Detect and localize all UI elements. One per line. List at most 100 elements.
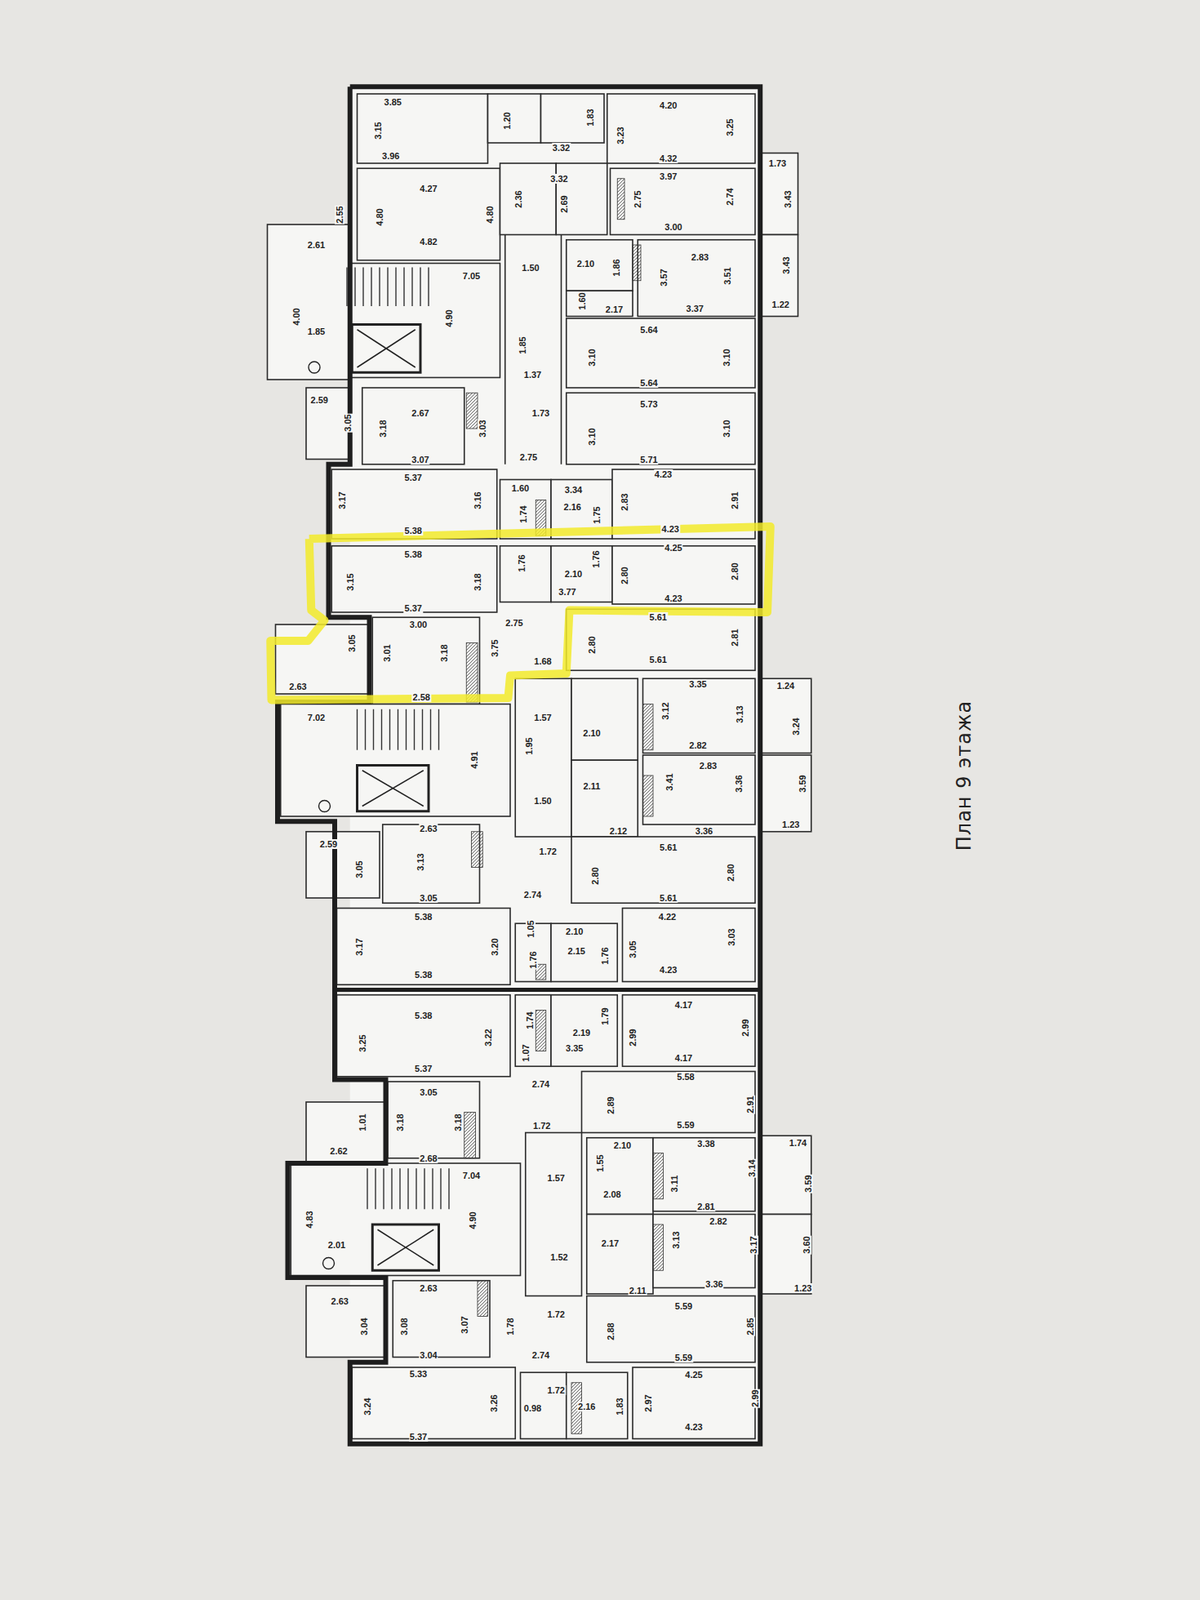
- dimension-label: 5.37: [404, 603, 423, 614]
- stair-flight: [346, 267, 429, 307]
- room-outline: [760, 235, 798, 317]
- dimension-label: 3.07: [410, 454, 430, 465]
- dimension-label: 3.26: [488, 1393, 499, 1413]
- dimension-label: 3.18: [395, 1112, 405, 1132]
- dimension-label: 3.18: [377, 418, 388, 438]
- room-outline: [290, 1163, 520, 1276]
- dimension-label: 4.23: [658, 964, 678, 975]
- dimension-label: 2.82: [708, 1216, 728, 1227]
- dimension-label: 4.80: [484, 204, 495, 224]
- dimension-label: 1.83: [614, 1396, 625, 1416]
- room-outline: [643, 755, 756, 825]
- room-outline: [500, 546, 552, 603]
- dimension-label: 3.13: [415, 853, 426, 872]
- room-outline: [566, 392, 756, 465]
- room-outline: [586, 1137, 654, 1215]
- room-outline: [582, 1071, 756, 1134]
- dimension-label: 1.74: [788, 1137, 808, 1148]
- dimension-label: 7.05: [462, 271, 481, 281]
- room-outline: [571, 678, 638, 760]
- stair-step: [356, 709, 358, 751]
- room-outline: [337, 995, 512, 1077]
- room-outline: [392, 1280, 490, 1358]
- dimension-label: 1.55: [595, 1153, 605, 1173]
- dimension-label: 5.73: [639, 399, 658, 409]
- dimension-label: 1.50: [520, 262, 540, 273]
- dimension-label: 1.68: [533, 656, 552, 667]
- lift-shaft: [351, 324, 421, 374]
- dimension-label: 1.05: [525, 919, 536, 938]
- stair-flight: [357, 709, 440, 751]
- dimension-label: 3.60: [801, 1235, 812, 1254]
- dimension-label: 1.20: [502, 111, 512, 130]
- stair-step: [397, 709, 399, 751]
- dimension-label: 4.27: [418, 183, 438, 194]
- ventilation-shaft: [477, 1280, 489, 1317]
- dimension-label: 2.10: [613, 1140, 632, 1151]
- dimension-label: 5.59: [674, 1301, 694, 1312]
- dimension-label: 5.61: [658, 842, 678, 853]
- dimension-label: 3.36: [733, 773, 744, 793]
- lift-cross: [362, 770, 424, 807]
- room-outline: [551, 546, 613, 603]
- dimension-label: 3.04: [418, 1350, 438, 1360]
- dimension-label: 2.17: [600, 1238, 620, 1249]
- stair-step: [354, 267, 356, 307]
- dimension-label: 2.75: [504, 617, 524, 628]
- dimension-label: 2.59: [310, 395, 329, 405]
- dimension-label: 3.01: [382, 643, 392, 663]
- stair-step: [431, 1168, 433, 1209]
- dimension-label: 2.83: [619, 492, 630, 512]
- dimension-label: 2.99: [627, 1028, 638, 1048]
- dimension-label: 2.55: [334, 204, 345, 224]
- room-outline: [515, 678, 572, 837]
- room-outline: [607, 93, 756, 164]
- dimension-label: 2.10: [576, 258, 596, 269]
- dimension-label: 3.43: [781, 255, 792, 275]
- room-outline: [551, 995, 618, 1067]
- room-outline: [566, 290, 633, 316]
- stair-step: [438, 709, 440, 751]
- dimension-label: 3.36: [694, 826, 714, 836]
- dimension-label: 2.61: [306, 240, 326, 250]
- dimension-label: 4.90: [467, 1210, 478, 1230]
- dimension-label: 5.61: [648, 654, 668, 665]
- dimension-label: 2.80: [619, 565, 630, 585]
- dimension-label: 3.59: [803, 1173, 814, 1193]
- stair-step: [373, 709, 374, 751]
- dimension-label: 5.37: [404, 472, 423, 483]
- dimension-label: 3.15: [345, 572, 356, 592]
- room-outline: [622, 908, 756, 983]
- ventilation-shaft: [632, 244, 641, 281]
- room-outline: [566, 1372, 628, 1439]
- dimension-label: 4.80: [374, 208, 385, 227]
- dimension-label: 4.00: [291, 306, 302, 326]
- dimension-label: 1.76: [516, 553, 527, 573]
- dimension-label: 3.03: [726, 927, 737, 947]
- dimension-label: 2.69: [559, 194, 569, 214]
- dimension-label: 2.63: [418, 823, 438, 834]
- room-outline: [760, 678, 812, 753]
- dimension-label: 3.00: [408, 619, 428, 630]
- dimension-label: 2.36: [513, 189, 524, 209]
- dimension-label: 3.97: [658, 171, 678, 182]
- room-outline: [586, 1296, 756, 1363]
- riser-symbol: [319, 800, 331, 813]
- stair-step: [411, 267, 413, 307]
- dimension-label: 3.24: [362, 1396, 373, 1416]
- dimension-label: 2.10: [564, 926, 584, 937]
- dimension-label: 3.41: [664, 772, 675, 792]
- dimension-label: 3.15: [373, 120, 383, 140]
- room-outline: [488, 93, 542, 143]
- dimension-label: 5.38: [413, 969, 433, 980]
- dimension-label: 2.91: [745, 1094, 756, 1114]
- room-outline: [520, 1372, 567, 1439]
- dimension-label: 2.01: [327, 1240, 347, 1250]
- corridor-wall: [560, 235, 563, 465]
- room-outline: [566, 318, 756, 388]
- dimension-label: 1.23: [781, 819, 800, 830]
- dimension-label: 3.00: [663, 222, 683, 232]
- dimension-label: 5.61: [648, 612, 668, 623]
- dimension-label: 2.11: [628, 1285, 648, 1296]
